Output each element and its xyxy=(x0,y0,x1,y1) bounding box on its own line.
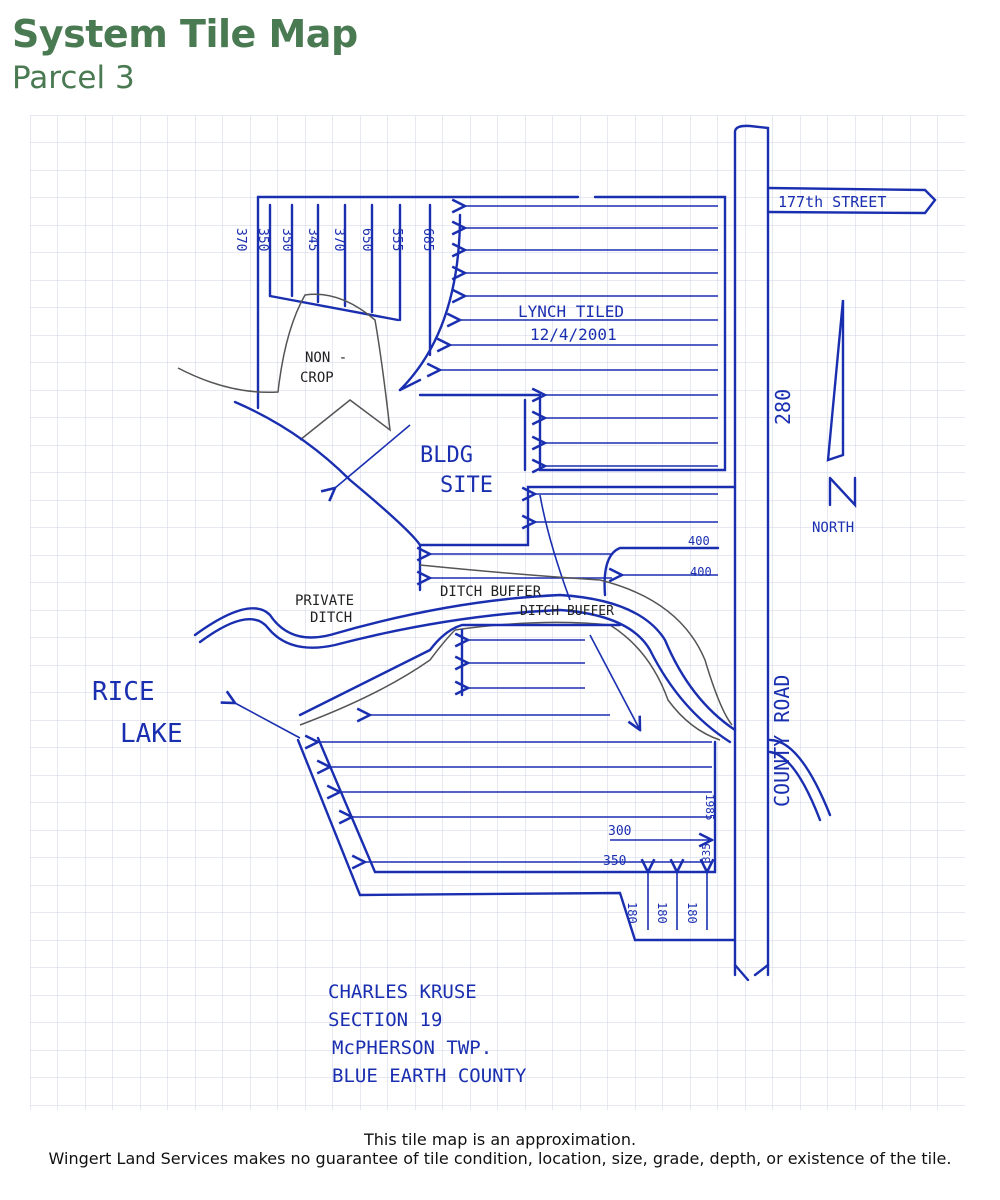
bottom-length-2: 180 xyxy=(655,902,669,924)
top-length-4: 345 xyxy=(305,228,320,251)
disclaimer: This tile map is an approximation. Winge… xyxy=(0,1130,1000,1168)
length-400-b: 400 xyxy=(690,565,712,579)
top-length-3: 350 xyxy=(279,228,294,251)
middle-field xyxy=(233,400,737,601)
length-335: 335 xyxy=(700,843,713,863)
disclaimer-line-1: This tile map is an approximation. xyxy=(363,1130,637,1149)
top-length-6: 650 xyxy=(359,228,374,251)
lower-field xyxy=(235,628,832,942)
length-400-a: 400 xyxy=(688,534,710,548)
private-ditch-label-2: DITCH xyxy=(310,610,352,626)
ditch xyxy=(193,564,737,744)
rice-lake-label-1: RICE xyxy=(92,677,155,707)
site-label: SITE xyxy=(440,473,493,498)
top-length-1: 370 xyxy=(233,228,248,251)
length-1985: 1985 xyxy=(703,794,716,821)
owner-township: McPHERSON TWP. xyxy=(332,1037,492,1059)
top-length-8: 685 xyxy=(420,228,435,251)
bottom-length-3: 180 xyxy=(685,902,699,924)
private-ditch-label-1: PRIVATE xyxy=(295,593,354,609)
top-length-7: 555 xyxy=(389,228,404,251)
street-label: 177th STREET xyxy=(778,193,886,211)
non-crop-label-1: NON - xyxy=(305,350,347,366)
street-177th xyxy=(766,186,937,215)
owner-section: SECTION 19 xyxy=(328,1009,442,1031)
non-crop-label-2: CROP xyxy=(300,370,334,386)
page-title: System Tile Map xyxy=(12,12,358,56)
lynch-tiled-label: LYNCH TILED xyxy=(518,302,624,321)
ditch-buffer-label-1: DITCH BUFFER xyxy=(440,584,542,600)
upper-mains xyxy=(268,203,432,392)
north-arrow xyxy=(826,299,857,509)
length-350: 350 xyxy=(603,854,626,869)
length-300: 300 xyxy=(608,824,631,839)
rice-lake-label-2: LAKE xyxy=(120,719,183,749)
top-length-2: 350 xyxy=(255,228,270,251)
ditch-buffer-label-2: DITCH BUFFER xyxy=(520,604,614,619)
owner-name: CHARLES KRUSE xyxy=(328,981,477,1003)
top-length-5: 370 xyxy=(331,228,346,251)
county-road xyxy=(733,124,770,982)
upper-field-boundary xyxy=(256,195,727,472)
upper-laterals xyxy=(335,206,718,488)
owner-county: BLUE EARTH COUNTY xyxy=(332,1065,527,1087)
disclaimer-line-2: Wingert Land Services makes no guarantee… xyxy=(48,1149,952,1168)
graph-paper-grid xyxy=(30,115,965,1110)
bldg-label: BLDG xyxy=(420,443,473,468)
bottom-length-1: 180 xyxy=(625,902,639,924)
page-subtitle: Parcel 3 xyxy=(12,60,135,96)
non-crop-boundary xyxy=(177,293,391,441)
road-label-280: 280 xyxy=(771,389,795,425)
tiled-date-label: 12/4/2001 xyxy=(530,325,617,344)
north-label: NORTH xyxy=(812,520,854,536)
